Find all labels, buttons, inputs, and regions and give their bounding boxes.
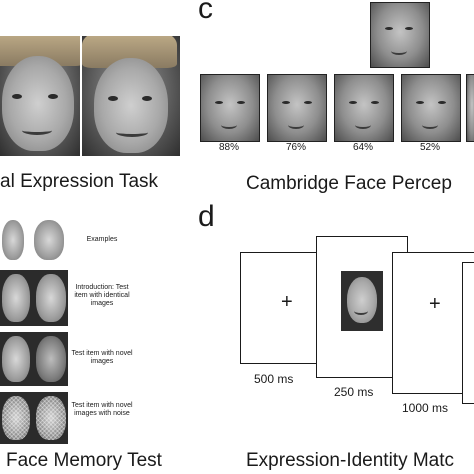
memory-label-noise: Test item with novel images with noise [71, 402, 133, 417]
morph-percentage-2: 76% [285, 142, 306, 153]
memory-row-introduction [0, 270, 68, 326]
morph-percentage-3: 64% [352, 142, 373, 153]
timing-fixation-1: 500 ms [254, 372, 294, 386]
panel-b-caption: Face Memory Test [6, 450, 162, 471]
memory-row-novel [0, 332, 68, 386]
morph-face-2 [267, 74, 327, 142]
timing-face: 250 ms [334, 385, 374, 399]
memory-label-introduction: Introduction: Test item with identical i… [74, 284, 130, 307]
expression-photo-neutral [0, 36, 80, 156]
memory-row-noise [0, 392, 68, 444]
fixation-cross-1: + [281, 291, 293, 313]
morph-face-1 [200, 74, 260, 142]
trial-screen-partial [462, 262, 474, 404]
trial-face-photo [341, 271, 383, 331]
panel-a-caption: al Expression Task [0, 171, 159, 192]
expression-photo-smiling [82, 36, 180, 156]
memory-label-examples: Examples [86, 236, 118, 243]
fixation-cross-2: + [429, 293, 441, 315]
morph-face-3 [334, 74, 394, 142]
morph-percentage-1: 88% [218, 142, 239, 153]
memory-label-novel: Test item with novel images [71, 350, 133, 365]
panel-c-caption: Cambridge Face Percep [246, 173, 452, 194]
trial-screen-fixation-2: + [392, 252, 474, 394]
morph-face-4 [401, 74, 461, 142]
timing-fixation-2: 1000 ms [402, 401, 449, 415]
panel-d-letter: d [198, 200, 215, 233]
panel-c-letter: c [198, 0, 213, 25]
memory-row-examples [0, 216, 68, 264]
morph-face-5-partial [466, 74, 474, 142]
panel-d-caption: Expression-Identity Matc [246, 450, 455, 471]
morph-percentage-4: 52% [419, 142, 440, 153]
target-face [370, 2, 430, 68]
